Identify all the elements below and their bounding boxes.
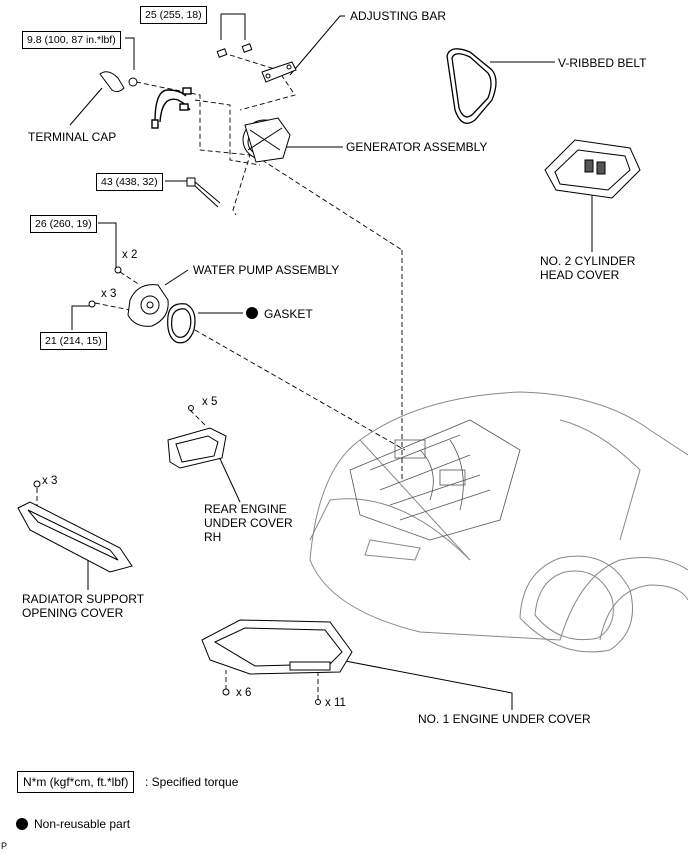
label-water-pump-assembly: WATER PUMP ASSEMBLY [193, 263, 340, 277]
legend-non-reusable-icon [16, 818, 28, 830]
qty-rear-under-cover: x 5 [202, 396, 218, 408]
generator-bolt-part [186, 177, 221, 208]
adjusting-bar-leader [289, 15, 345, 76]
label-terminal-cap: TERMINAL CAP [28, 130, 117, 144]
water-pump-part [88, 266, 169, 327]
label-no1-engine-under-cover: NO. 1 ENGINE UNDER COVER [418, 712, 591, 726]
v-ribbed-belt-part [446, 48, 497, 124]
torque-water-pump-upper: 26 (260, 19) [30, 215, 97, 233]
vehicle-outline [309, 391, 688, 653]
generator-part [242, 117, 291, 163]
torque-generator-bolt: 43 (438, 32) [96, 173, 163, 191]
terminal-cap-leader [69, 87, 103, 126]
legend-torque-description: : Specified torque [145, 775, 239, 789]
legend-torque-unit-box: N*m (kgf*cm, ft.*lbf) [17, 771, 135, 793]
qty-water-pump-upper: x 2 [122, 249, 138, 261]
wp-upper-torque-leader [98, 222, 117, 268]
label-rear-engine-under-cover-rh: REAR ENGINE UNDER COVER RH [204, 502, 293, 544]
rear-engine-under-cover-part [167, 405, 227, 469]
wire-harness [151, 87, 192, 129]
qty-radiator-cover: x 3 [42, 475, 58, 487]
label-generator-assembly: GENERATOR ASSEMBLY [346, 140, 488, 154]
water-pump-leader [164, 269, 189, 286]
qty-under-cover-clip: x 11 [325, 697, 346, 709]
adjusting-bar-torque-leader [221, 13, 246, 40]
label-v-ribbed-belt: V-RIBBED BELT [558, 56, 647, 70]
no1-engine-under-cover-part [201, 619, 353, 705]
wp-lower-torque-leader [71, 305, 90, 330]
cylinder-head-cover-part [544, 139, 641, 199]
engine-bay-detail [349, 419, 521, 541]
qty-under-cover-bolt: x 6 [236, 687, 252, 699]
under-cover-leader [339, 659, 513, 710]
qty-water-pump-lower: x 3 [101, 288, 117, 300]
gasket-part [167, 303, 196, 344]
legend-non-reusable-text: Non-reusable part [34, 817, 131, 831]
label-adjusting-bar: ADJUSTING BAR [350, 9, 447, 23]
label-gasket: GASKET [264, 307, 313, 321]
label-radiator-support-opening-cover: RADIATOR SUPPORT OPENING COVER [22, 592, 144, 620]
torque-terminal-nut: 9.8 (100, 87 in.*lbf) [22, 31, 121, 49]
torque-adjusting-bar-bolt: 25 (255, 18) [140, 6, 207, 24]
adjusting-bar-part [216, 43, 297, 83]
figure-code: P [1, 841, 8, 851]
radiator-support-opening-cover-part [17, 480, 133, 573]
terminal-torque-leader [125, 37, 135, 70]
non-reusable-gasket-icon [246, 307, 258, 319]
terminal-cap-part [99, 71, 138, 93]
label-no2-cylinder-head-cover: NO. 2 CYLINDER HEAD COVER [540, 254, 636, 282]
torque-water-pump-lower: 21 (214, 15) [40, 332, 107, 350]
